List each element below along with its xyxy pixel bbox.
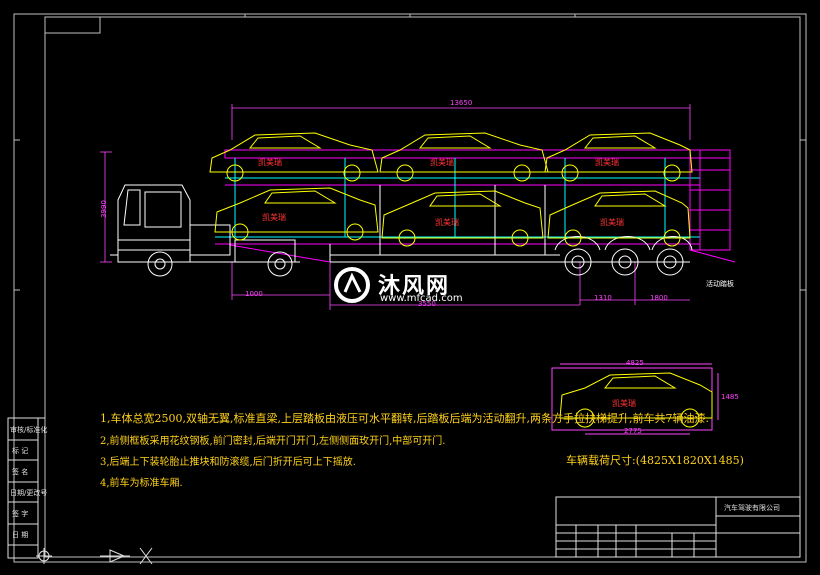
car-label: 凯美瑞	[600, 218, 624, 227]
dim-rear: 1800	[650, 294, 668, 302]
car-label: 凯美瑞	[435, 218, 459, 227]
dimension-lines	[100, 104, 691, 310]
car-label: 凯美瑞	[258, 158, 282, 167]
side-stamp: 签 名	[12, 468, 29, 476]
side-stamp: 签 字	[12, 510, 29, 518]
watermark-url: www.mfcad.com	[380, 293, 463, 304]
truck-tractor	[110, 184, 300, 277]
watermark-text: 沐风网	[378, 274, 451, 299]
dim-car-length: 4825	[626, 359, 644, 367]
car-upper-2	[379, 132, 549, 182]
lower-deck-cars	[214, 187, 691, 247]
dim-car-wheelbase: 2775	[624, 427, 642, 435]
drawing-frame	[13, 13, 807, 563]
car-lower-1	[214, 187, 379, 241]
ramp-label: 活动踏板	[706, 280, 734, 288]
car-label: 凯美瑞	[595, 158, 619, 167]
car-lower-2	[381, 190, 544, 247]
note-3: 3,后端上下装轮胎止推块和防滚缆,后门折开后可上下摇放.	[100, 457, 356, 468]
watermark-logo-icon	[334, 267, 370, 303]
dim-height: 3990	[99, 200, 108, 218]
dim-lower-base: 3550	[418, 300, 436, 308]
title-block	[555, 496, 801, 558]
car-detail-view	[551, 363, 719, 435]
side-stamp: 日 期	[12, 531, 29, 539]
side-stamp: 日期/更改号	[10, 489, 48, 497]
dim-axle: 1310	[594, 294, 612, 302]
note-2: 2,前侧框板采用花纹钢板,前门密封,后端开门开门,左侧侧面玫开门,中部可开门.	[100, 436, 446, 447]
dim-overall-length: 13650	[450, 99, 473, 107]
car-upper-1	[209, 132, 379, 182]
trailer-wheels	[554, 236, 693, 276]
dim-front: 1000	[245, 290, 263, 298]
dim-car-height: 1485	[721, 393, 739, 401]
side-stamp: 标 记	[12, 447, 29, 455]
car-size-spec: 车辆载荷尺寸:(4825X1820X1485)	[566, 454, 744, 467]
note-1: 1,车体总宽2500,双轴无翼,标准直梁,上层踏板由液压可水平翻转,后踏板后端为…	[100, 412, 709, 425]
note-4: 4,前车为标准车厢.	[100, 478, 183, 489]
side-stamp: 审核/标准化	[10, 426, 48, 434]
upper-deck-cars	[209, 132, 693, 182]
trailer-frame	[215, 149, 736, 263]
car-label: 凯美瑞	[612, 399, 636, 408]
projection-symbol	[36, 547, 153, 565]
title-block-company: 汽车驾驶有限公司	[724, 504, 780, 512]
car-label: 凯美瑞	[430, 158, 454, 167]
car-lower-3	[547, 190, 691, 247]
side-stamp-strip	[7, 417, 45, 559]
car-upper-3	[544, 132, 693, 182]
car-label: 凯美瑞	[262, 213, 286, 222]
